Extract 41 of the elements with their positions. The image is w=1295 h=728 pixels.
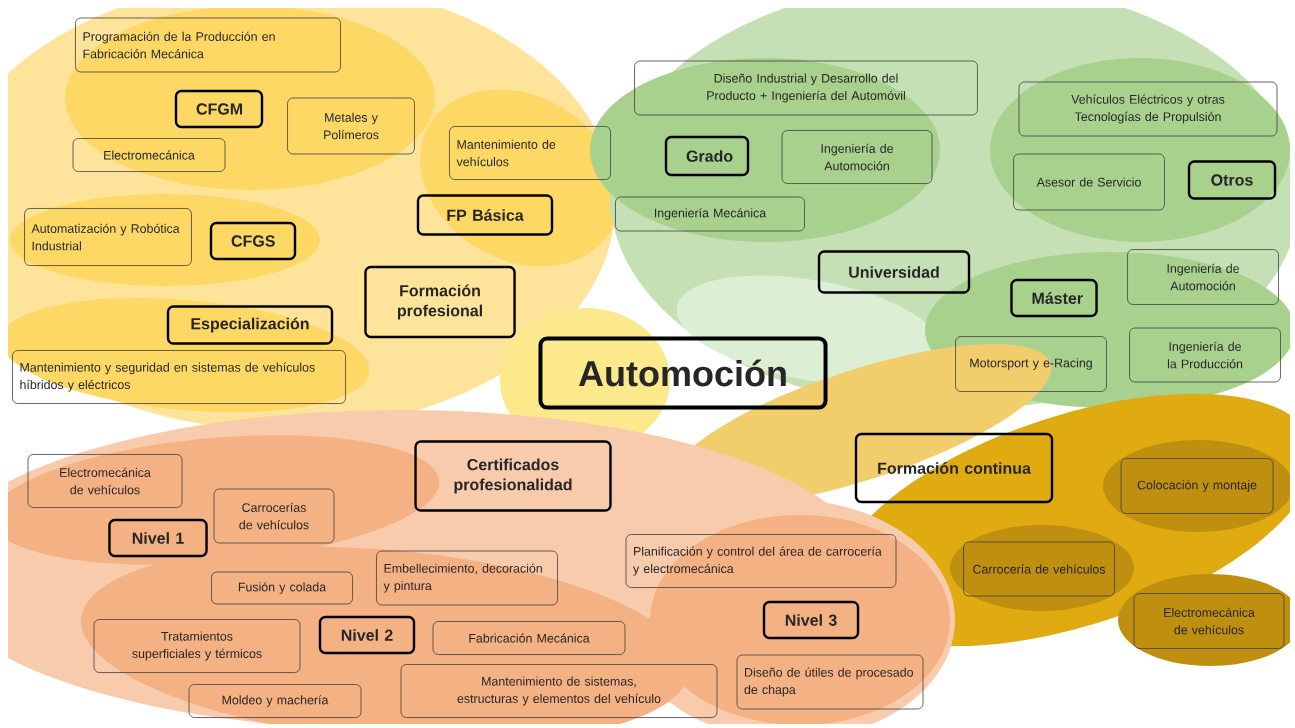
category-box: Máster (1010, 278, 1098, 318)
topic-box: Carrocerías de vehículos (213, 488, 335, 544)
topic-box: Ingeniería de la Producción (1129, 327, 1281, 383)
topic-box: Tratamientos superficiales y térmicos (93, 619, 301, 673)
category-box: FP Básica (416, 194, 554, 236)
topic-box: Fusión y colada (211, 571, 353, 605)
topic-box: Metales y Polímeros (287, 97, 415, 155)
topic-box: Diseño Industrial y Desarrollo del Producto + Ingeniería del Automóvil (634, 60, 978, 116)
central-topic-box: Automoción (538, 336, 828, 410)
category-box: Formación profesional (364, 265, 516, 339)
category-box: CFGM (174, 89, 264, 129)
category-box: Otros (1187, 160, 1277, 200)
category-box: Universidad (817, 250, 971, 294)
topic-box: Colocación y montaje (1120, 458, 1274, 514)
topic-box: Mantenimiento de vehículos (449, 126, 611, 180)
topic-box: Electromecánica de vehículos (27, 454, 183, 508)
topic-box: Programación de la Producción en Fabricación Mecánica (75, 17, 341, 73)
topic-box: Planificación y control del área de carrocería y electromecánica (625, 534, 897, 588)
topic-box: Motorsport y e-Racing (955, 336, 1107, 392)
topic-box: Asesor de Servicio (1013, 153, 1165, 211)
topic-box: Electromecánica de vehículos (1133, 593, 1285, 649)
category-box: Nivel 1 (108, 518, 208, 558)
topic-box: Mantenimiento y seguridad en sistemas de vehículos híbridos y eléctricos (12, 350, 346, 404)
topic-box: Fabricación Mecánica (432, 621, 626, 655)
topic-box: Carrocería de vehículos (963, 541, 1115, 597)
topic-box: Electromecánica (72, 138, 226, 172)
topic-box: Embellecimiento, decoración y pintura (376, 550, 558, 606)
topic-box: Ingeniería de Automoción (1127, 249, 1279, 305)
category-box: Certificados profesionalidad (414, 440, 612, 512)
topic-box: Ingeniería de Automoción (781, 130, 933, 184)
topic-box: Moldeo y machería (188, 684, 362, 718)
category-box: Grado (664, 135, 750, 177)
topic-box: Ingeniería Mecánica (615, 196, 805, 232)
category-box: Especialización (166, 305, 334, 345)
topic-box: Mantenimiento de sistemas, estructuras y elementos del vehículo (400, 664, 718, 718)
topic-box: Vehículos Eléctricos y otras Tecnologías de Propulsión (1018, 81, 1278, 137)
category-box: CFGS (209, 221, 297, 261)
topic-box: Diseño de útiles de procesado de chapa (736, 654, 924, 710)
category-box: Nivel 2 (318, 615, 416, 655)
topic-box: Automatización y Robótica Industrial (24, 208, 192, 266)
category-box: Nivel 3 (762, 600, 860, 640)
